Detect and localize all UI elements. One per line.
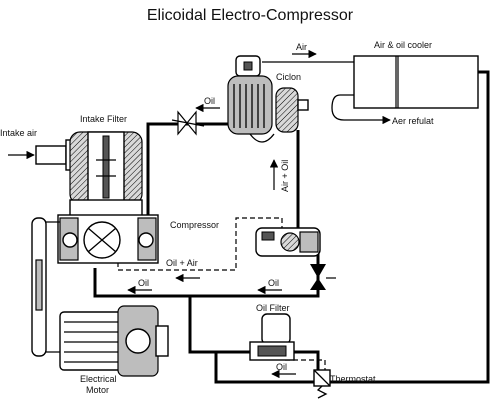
label-thermostat: Thermostat (330, 374, 376, 384)
flow-label-air-oil: Air + Oil (280, 160, 290, 192)
oil-filter (249, 313, 295, 361)
label-aer-refulat: Aer refulat (392, 116, 434, 126)
control-line-dashed (117, 217, 283, 271)
compressor-unit (57, 214, 159, 264)
label-intake-air: Intake air (0, 128, 37, 138)
air-oil-cooler (353, 55, 479, 109)
flow-label-oil-bottom: Oil (276, 362, 287, 372)
flow-label-oil-top: Oil (204, 96, 215, 106)
thermostat-line-dashed (285, 359, 326, 370)
diagram-title: Elicoidal Electro-Compressor (147, 7, 354, 24)
label-air-oil-cooler: Air & oil cooler (374, 40, 432, 50)
flow-label-air-top: Air (296, 42, 307, 52)
label-oil-filter: Oil Filter (256, 303, 290, 313)
flow-label-oil-left: Oil (138, 278, 149, 288)
belt-drive (31, 217, 60, 357)
pipe-cooler-return (214, 70, 490, 384)
label-electrical: Electrical (80, 374, 117, 384)
cooler-outlet-hook (331, 94, 372, 121)
pipe-compressor-to-ciclon (146, 122, 228, 235)
flow-label-oil-plus-air: Oil + Air (166, 258, 198, 268)
label-intake-filter: Intake Filter (80, 114, 127, 124)
label-motor: Motor (86, 385, 109, 395)
check-valve (310, 264, 336, 290)
label-compressor: Compressor (170, 220, 219, 230)
pressure-valve (171, 110, 205, 136)
flow-label-oil-mid: Oil (268, 278, 279, 288)
intake-filter (35, 131, 143, 217)
separator-valve (255, 227, 321, 257)
electrical-motor (59, 305, 169, 377)
ciclon-separator (227, 55, 309, 143)
thermostat (313, 369, 331, 399)
label-ciclon: Ciclon (276, 72, 301, 82)
pipe-oil-filter-out (293, 350, 320, 372)
pipe-to-oil-filter (188, 296, 250, 354)
